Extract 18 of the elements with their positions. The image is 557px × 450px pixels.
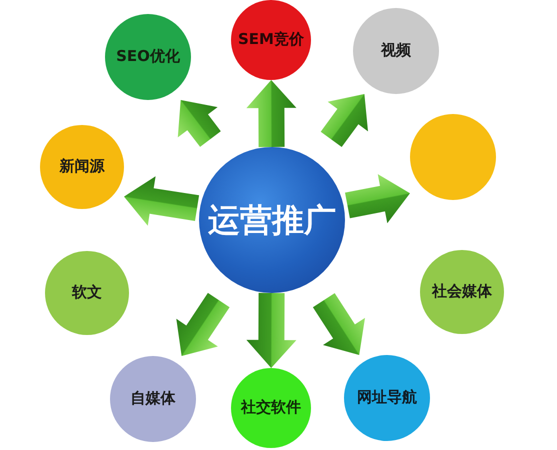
arrow [246, 292, 296, 368]
arrow [320, 94, 368, 147]
arrow [246, 80, 296, 148]
arrow [124, 176, 200, 226]
topic-circle: 社会媒体 [420, 250, 504, 334]
arrow [345, 174, 410, 224]
topic-circle: 社交软件 [231, 368, 311, 448]
topic-circle: SEM竞价 [231, 0, 311, 80]
hub-circle: 运营推广 [199, 147, 345, 293]
topic-circle: SEO优化 [105, 14, 191, 100]
topic-circle: 网址导航 [344, 355, 430, 441]
topic-circle: 软文 [45, 251, 129, 335]
arrow [312, 293, 365, 355]
topic-circle: 新闻源 [40, 125, 124, 209]
arrow [176, 292, 230, 356]
topic-circle: 自媒体 [110, 356, 196, 442]
topic-circle: 视频 [353, 8, 439, 94]
arrow [178, 100, 221, 147]
